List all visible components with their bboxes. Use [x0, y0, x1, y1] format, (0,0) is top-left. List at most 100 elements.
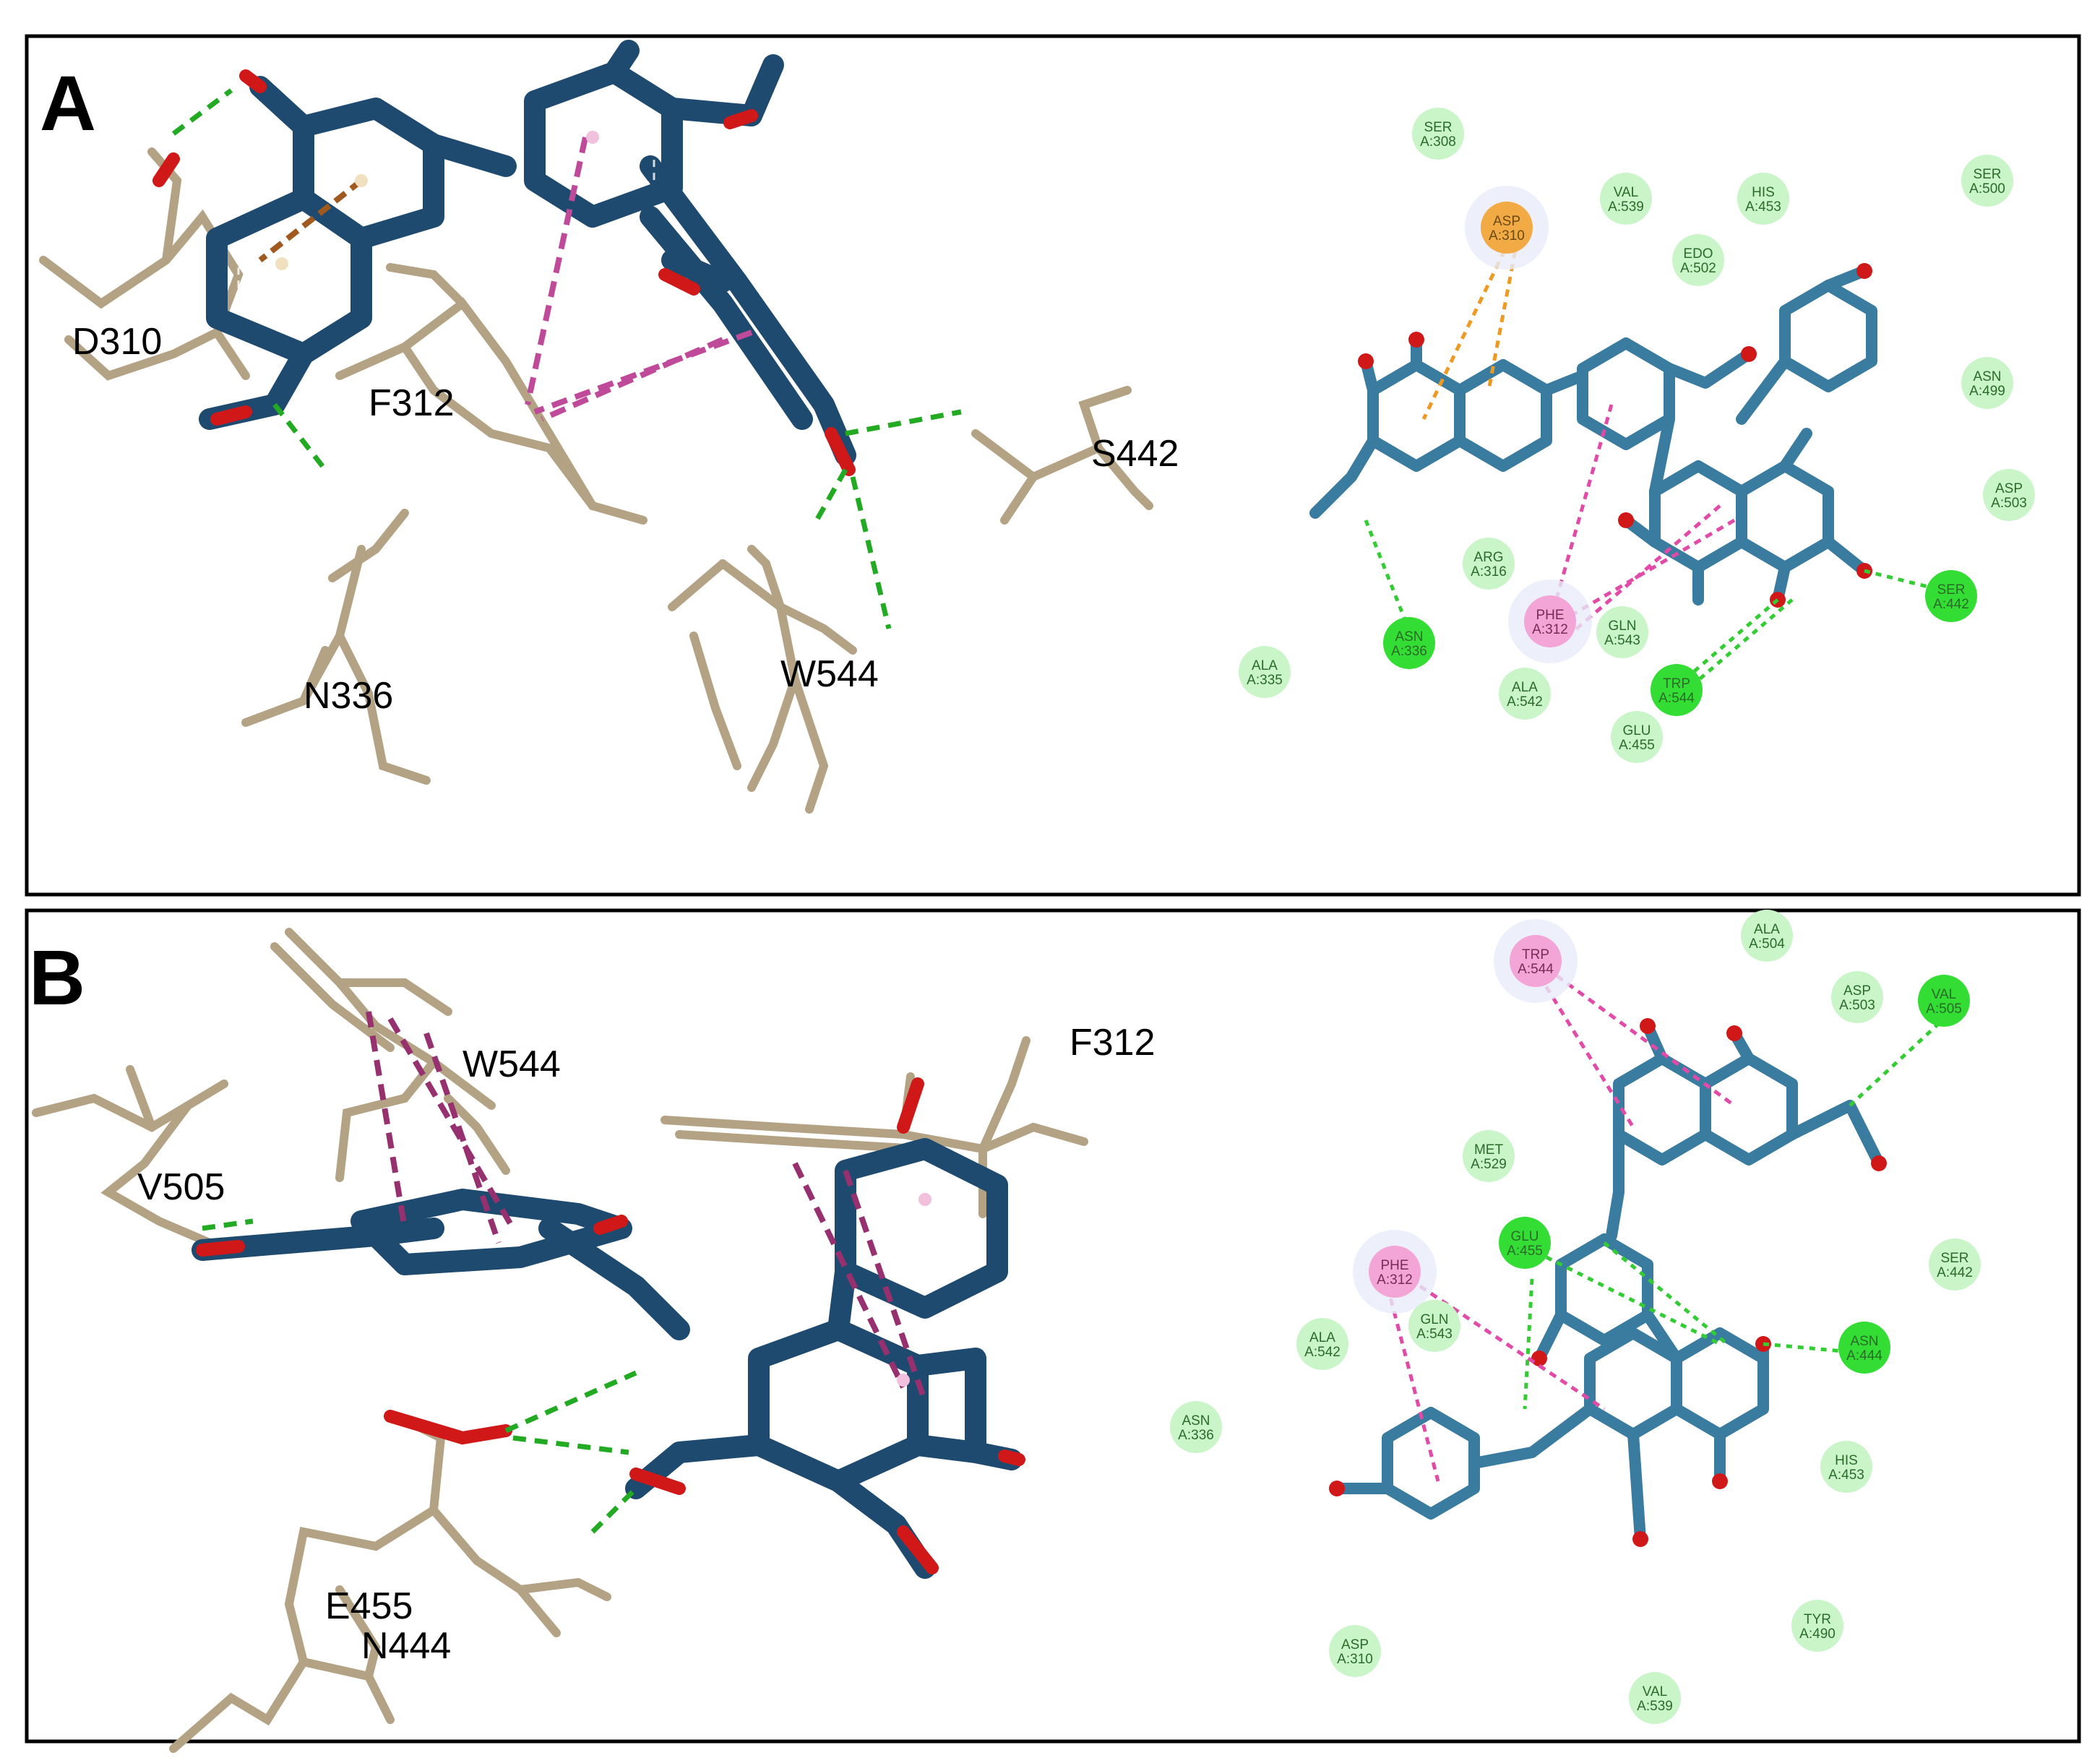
residue-position: A:544 — [1658, 691, 1695, 706]
residue-name: SER — [1937, 582, 1965, 598]
residue-name: GLU — [1622, 723, 1651, 738]
residue-label-s442: S442 — [1091, 433, 1179, 475]
panel-a-3d-view: D310 F312 S442 N336 W544 — [39, 40, 1179, 814]
residue-name: ASN — [1182, 1413, 1210, 1429]
residue-name: ALA — [1512, 680, 1538, 695]
panel-b: B — [25, 908, 2081, 1753]
residue-position: A:453 — [1828, 1468, 1864, 1483]
residue-label-e455: E455 — [325, 1585, 413, 1627]
residue-position: A:444 — [1846, 1348, 1882, 1363]
residue-label-f312: F312 — [369, 382, 455, 424]
residue-position: A:505 — [1926, 1001, 1962, 1017]
residue-label-n444: N444 — [361, 1625, 451, 1667]
residue-name: SER — [1973, 167, 2001, 182]
residue-name: ASP — [1995, 481, 2023, 496]
residue-name: VAL — [1932, 987, 1957, 1002]
residue-name: ASP — [1843, 983, 1871, 999]
residue-name: ASP — [1341, 1637, 1369, 1653]
residue-name: HIS — [1752, 185, 1775, 200]
residue-position: A:312 — [1532, 622, 1568, 637]
residue-name: ALA — [1754, 922, 1780, 937]
residue-name: VAL — [1614, 185, 1639, 200]
residue-name: GLU — [1510, 1229, 1539, 1244]
residue-label-d310: D310 — [72, 321, 162, 363]
residue-position: A:453 — [1745, 199, 1781, 215]
residue-name: ALA — [1252, 658, 1278, 673]
residue-label-v505: V505 — [137, 1166, 225, 1208]
residue-position: A:543 — [1416, 1327, 1453, 1342]
residue-name: ASN — [1850, 1334, 1878, 1349]
residue-position: A:499 — [1969, 384, 2005, 399]
residue-position: A:539 — [1608, 199, 1644, 215]
residue-position: A:490 — [1799, 1626, 1836, 1642]
panel-b-frame — [25, 908, 2081, 1744]
residue-position: A:502 — [1680, 261, 1716, 276]
residue-name: TRP — [1663, 676, 1690, 691]
residue-position: A:544 — [1518, 962, 1554, 977]
residue-position: A:529 — [1471, 1157, 1507, 1172]
residue-name: ALA — [1309, 1330, 1335, 1345]
residue-label-w544-b: W544 — [462, 1043, 561, 1085]
residue-name: TYR — [1804, 1612, 1831, 1627]
panel-a-label: A — [40, 59, 96, 147]
residue-name: SER — [1940, 1251, 1968, 1266]
panel-b-label: B — [29, 934, 85, 1021]
residue-name: HIS — [1835, 1453, 1858, 1468]
residue-name: EDO — [1683, 246, 1713, 262]
residue-position: A:542 — [1304, 1345, 1341, 1360]
residue-name: ASP — [1493, 214, 1520, 229]
residue-name: TRP — [1522, 947, 1549, 962]
residue-name: GLN — [1420, 1312, 1448, 1327]
residue-name: MET — [1474, 1142, 1504, 1158]
residue-position: A:543 — [1604, 633, 1640, 648]
residue-position: A:500 — [1969, 181, 2005, 197]
residue-name: SER — [1424, 120, 1452, 135]
residue-name: ASN — [1395, 629, 1423, 645]
residue-position: A:503 — [1839, 998, 1875, 1013]
panel-a: A — [25, 34, 2081, 897]
residue-position: A:312 — [1377, 1272, 1413, 1288]
residue-name: GLN — [1608, 619, 1636, 634]
residue-name: ARG — [1473, 550, 1503, 565]
residue-position: A:316 — [1471, 564, 1507, 579]
residue-position: A:336 — [1391, 644, 1427, 659]
residue-label-f312-b: F312 — [1070, 1022, 1156, 1064]
residue-position: A:539 — [1637, 1699, 1673, 1714]
panel-a-2d-diagram — [1309, 237, 1952, 688]
residue-position: A:503 — [1991, 496, 2027, 511]
residue-position: A:310 — [1489, 228, 1525, 244]
residue-position: A:504 — [1749, 936, 1785, 952]
residue-position: A:442 — [1937, 1265, 1973, 1280]
residue-position: A:335 — [1247, 673, 1283, 688]
residue-label-w544: W544 — [780, 653, 879, 695]
